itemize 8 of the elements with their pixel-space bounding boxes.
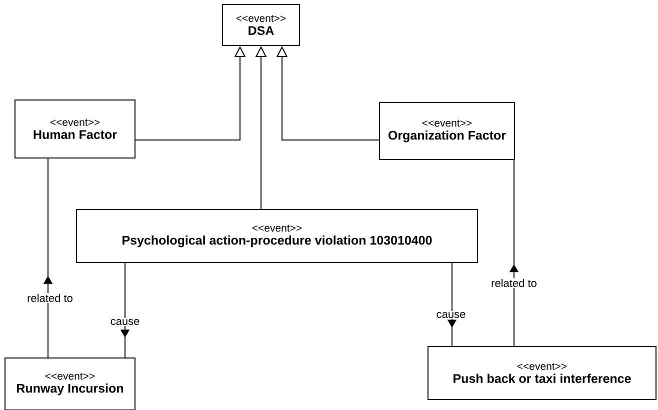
event-box: <<event>> Psychological action-procedure violation 103010400 [76,209,478,263]
event-box: <<event>> Organization Factor [379,102,515,160]
event-box: <<event>> Push back or taxi interference [428,346,656,400]
event-box: <<event>> DSA [222,4,300,46]
edge-label: related to [26,292,74,304]
event-box: <<event>> Runway Incursion [4,358,136,410]
edge-label: related to [490,278,538,288]
event-box: <<event>> Human Factor [14,100,136,158]
